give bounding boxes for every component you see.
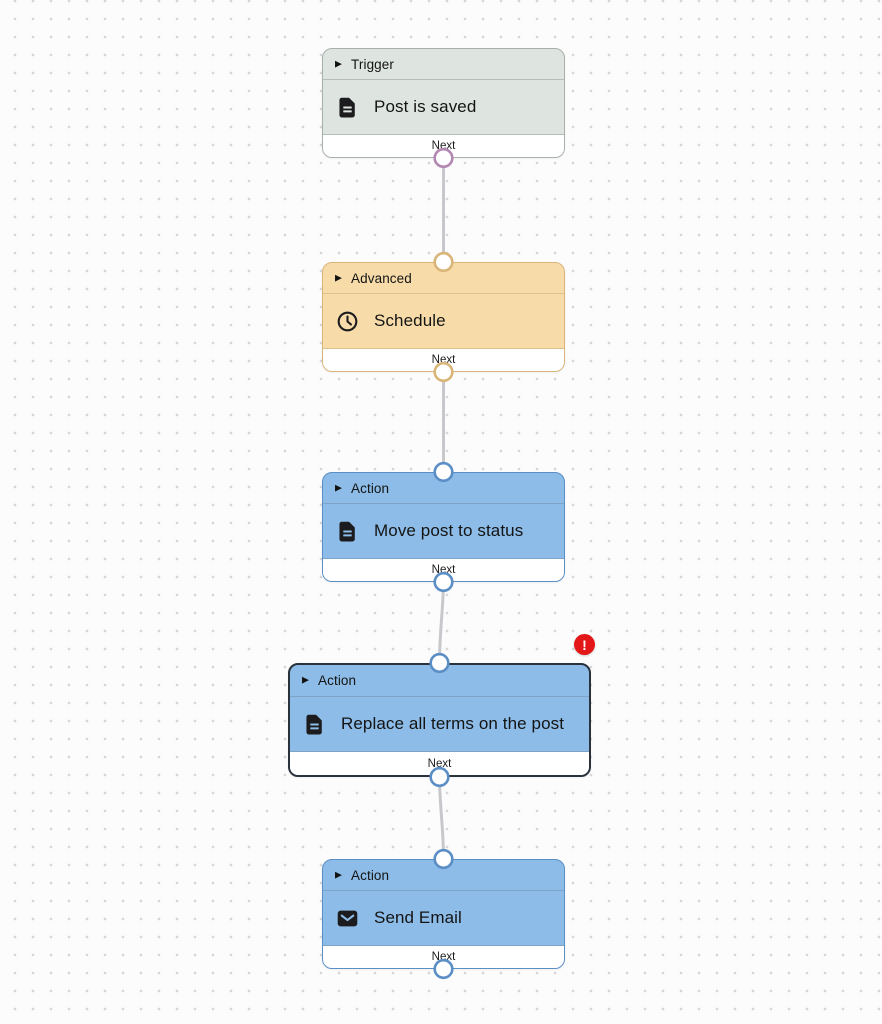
document-icon bbox=[336, 520, 359, 543]
disclosure-triangle-icon[interactable]: ▶ bbox=[302, 674, 310, 685]
document-icon bbox=[303, 713, 326, 736]
node-title: Post is saved bbox=[374, 97, 477, 116]
node-footer: Next bbox=[323, 134, 564, 157]
node-header[interactable]: ▶ Action bbox=[323, 473, 564, 504]
mail-icon bbox=[336, 907, 359, 930]
node-footer: Next bbox=[323, 558, 564, 581]
node-body[interactable]: Replace all terms on the post bbox=[290, 697, 589, 751]
node-body[interactable]: Schedule bbox=[323, 294, 564, 348]
next-label: Next bbox=[427, 757, 452, 770]
workflow-node-advanced[interactable]: ▶ Advanced Schedule Next bbox=[322, 262, 565, 372]
node-footer: Next bbox=[323, 348, 564, 371]
node-type-label: Trigger bbox=[351, 56, 394, 72]
next-label: Next bbox=[431, 564, 456, 576]
node-header[interactable]: ▶ Advanced bbox=[323, 263, 564, 294]
node-type-label: Action bbox=[351, 867, 390, 883]
workflow-node-action-replace-terms[interactable]: ▶ Action Replace all terms on the post N… bbox=[288, 663, 591, 777]
error-badge[interactable]: ! bbox=[574, 634, 595, 655]
node-header[interactable]: ▶ Action bbox=[290, 665, 589, 697]
node-body[interactable]: Send Email bbox=[323, 891, 564, 945]
workflow-node-action-move-post[interactable]: ▶ Action Move post to status Next bbox=[322, 472, 565, 582]
node-title: Move post to status bbox=[374, 521, 524, 540]
node-header[interactable]: ▶ Trigger bbox=[323, 49, 564, 80]
node-footer: Next bbox=[323, 945, 564, 968]
disclosure-triangle-icon[interactable]: ▶ bbox=[335, 482, 343, 492]
workflow-node-trigger[interactable]: ▶ Trigger Post is saved Next bbox=[322, 48, 565, 158]
next-label: Next bbox=[431, 951, 456, 963]
node-title: Replace all terms on the post bbox=[341, 714, 565, 733]
document-icon bbox=[336, 96, 359, 119]
next-label: Next bbox=[431, 140, 456, 152]
node-header[interactable]: ▶ Action bbox=[323, 860, 564, 891]
clock-icon bbox=[336, 310, 359, 333]
node-type-label: Advanced bbox=[351, 270, 412, 286]
node-body[interactable]: Post is saved bbox=[323, 80, 564, 134]
connector-line[interactable] bbox=[438, 776, 445, 860]
error-exclamation-mark: ! bbox=[582, 636, 587, 653]
node-title: Send Email bbox=[374, 908, 462, 927]
connector-line[interactable] bbox=[438, 581, 445, 664]
node-type-label: Action bbox=[318, 673, 357, 688]
node-footer: Next bbox=[290, 751, 589, 775]
node-title: Schedule bbox=[374, 311, 446, 330]
disclosure-triangle-icon[interactable]: ▶ bbox=[335, 58, 343, 68]
node-type-label: Action bbox=[351, 480, 390, 496]
next-label: Next bbox=[431, 354, 456, 366]
disclosure-triangle-icon[interactable]: ▶ bbox=[335, 272, 343, 282]
workflow-node-action-send-email[interactable]: ▶ Action Send Email Next bbox=[322, 859, 565, 969]
node-body[interactable]: Move post to status bbox=[323, 504, 564, 558]
disclosure-triangle-icon[interactable]: ▶ bbox=[335, 869, 343, 879]
